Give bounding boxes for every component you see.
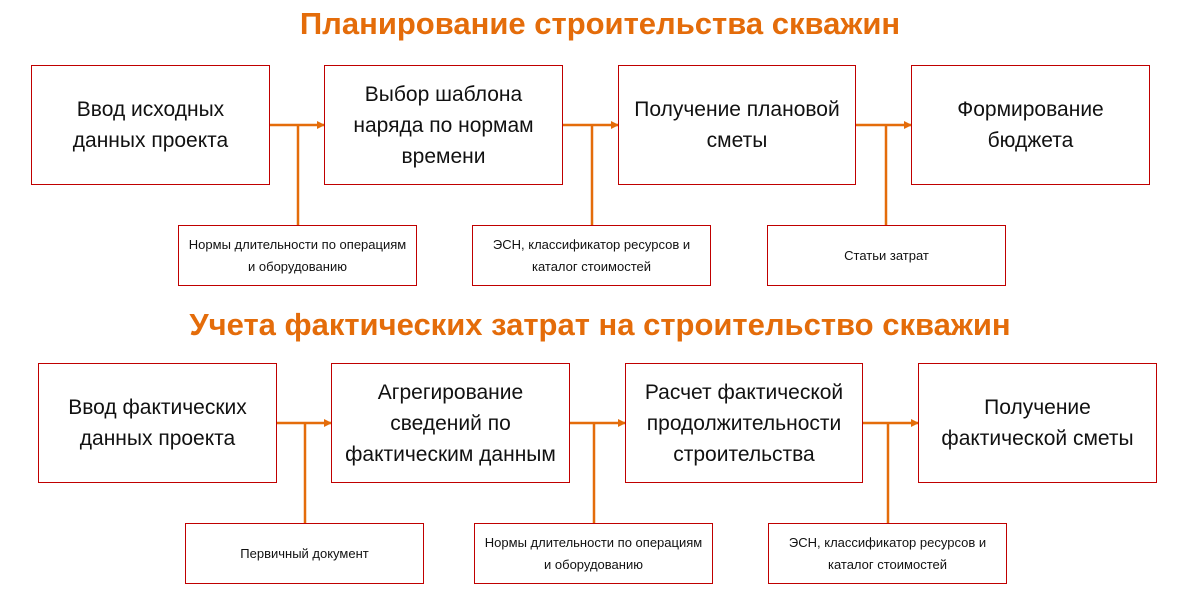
planning-step-label: Ввод исходных данных проекта [72, 98, 229, 152]
planning-input-label: ЭСН, классификатор ресурсов и каталог ст… [492, 236, 691, 274]
planning-step-label: Формирование бюджета [957, 98, 1104, 152]
actual-input-primary-document: Первичный документ [185, 523, 424, 584]
planning-input-cost-items: Статьи затрат [767, 225, 1006, 286]
actual-title: Учета фактических затрат на строительств… [189, 307, 1011, 342]
actual-step-label: Расчет фактической продолжительности стр… [644, 380, 844, 466]
actual-step-label: Получение фактической сметы [941, 396, 1134, 450]
actual-step-duration: Расчет фактической продолжительности стр… [625, 363, 863, 483]
planning-input-label: Нормы длительности по операциям и оборуд… [188, 236, 407, 274]
actual-input-label: Нормы длительности по операциям и оборуд… [484, 534, 703, 572]
planning-input-label: Статьи затрат [844, 247, 929, 263]
planning-input-norms: Нормы длительности по операциям и оборуд… [178, 225, 417, 286]
planning-step-budget: Формирование бюджета [911, 65, 1150, 185]
planning-step-label: Получение плановой сметы [634, 98, 840, 152]
actual-step-actual-estimate: Получение фактической сметы [918, 363, 1157, 483]
actual-input-esn: ЭСН, классификатор ресурсов и каталог ст… [768, 523, 1007, 584]
actual-step-input-data: Ввод фактических данных проекта [38, 363, 277, 483]
actual-input-norms: Нормы длительности по операциям и оборуд… [474, 523, 713, 584]
actual-input-label: ЭСН, классификатор ресурсов и каталог ст… [788, 534, 987, 572]
planning-step-plan-estimate: Получение плановой сметы [618, 65, 856, 185]
planning-title: Планирование строительства скважин [299, 6, 901, 41]
actual-step-aggregation: Агрегирование сведений по фактическим да… [331, 363, 570, 483]
actual-input-label: Первичный документ [240, 545, 369, 561]
planning-step-template: Выбор шаблона наряда по нормам времени [324, 65, 563, 185]
actual-step-label: Ввод фактических данных проекта [68, 396, 247, 450]
actual-step-label: Агрегирование сведений по фактическим да… [345, 380, 556, 466]
planning-step-label: Выбор шаблона наряда по нормам времени [353, 82, 534, 168]
planning-step-input-data: Ввод исходных данных проекта [31, 65, 270, 185]
planning-input-esn: ЭСН, классификатор ресурсов и каталог ст… [472, 225, 711, 286]
